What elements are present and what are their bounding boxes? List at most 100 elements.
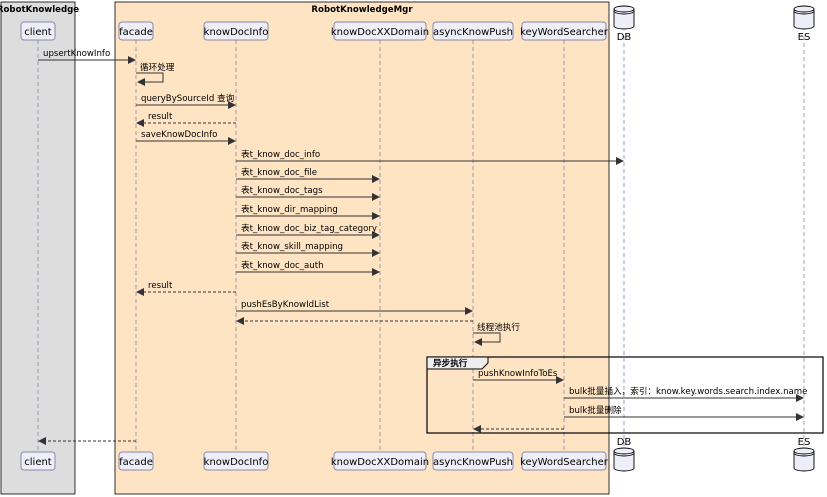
message: pushKnowInfoToEs [473,369,564,384]
participant-knowDocXXDomain-top: knowDocXXDomain [331,21,429,41]
message: 表t_know_dir_mapping [236,203,380,220]
database-ring [613,10,635,15]
participant-facade-top: facade [118,21,154,41]
message: bulk批量插入，索引：know.key.words.search.index.… [564,385,807,402]
message-label: pushEsByKnowIdList [241,300,330,310]
participant-box [203,451,269,471]
participant-es-top: ES [793,5,815,43]
participant-box [118,451,154,471]
message-label: queryBySourceId 查询 [141,92,235,104]
box-robot-knowledge-label: RobotKnowledge [0,5,79,15]
database-top [613,447,635,455]
participant-label: facade [119,27,153,38]
message: pushEsByKnowIdList [236,300,473,315]
participant-box [20,451,56,471]
message-label: bulk批量删除 [569,404,622,416]
participant-box [432,21,514,41]
participant-box [333,451,427,471]
participant-label: client [24,27,52,38]
participant-label: knowDocXXDomain [331,457,429,468]
message: 线程池执行 [473,321,520,346]
participant-knowDocXXDomain-bottom: knowDocXXDomain [331,451,429,471]
async-fragment-label: 异步执行 [433,357,468,369]
participant-label: keyWordSearcher [520,457,609,468]
message-label: result [148,281,173,291]
self-message-arrow [473,332,501,346]
message: result [136,281,236,296]
async-fragment: 异步执行 [426,356,824,434]
message-label: upsertKnowInfo [43,49,110,59]
message: 表t_know_doc_biz_tag_category [236,222,380,239]
participant-keyWordSearcher-bottom: keyWordSearcher [520,451,609,471]
participant-label: knowDocInfo [204,27,269,38]
box-robot-knowledge-mgr [114,1,610,495]
message: 表t_know_skill_mapping [236,240,380,257]
participant-label: knowDocInfo [204,457,269,468]
participant-knowDocInfo-bottom: knowDocInfo [203,451,269,471]
message-label: bulk批量插入，索引：know.key.words.search.index.… [569,385,807,397]
participant-label: ES [798,437,811,448]
participant-label: asyncKnowPush [433,27,513,38]
message: saveKnowDocInfo [136,130,236,145]
participant-box [521,451,607,471]
participant-facade-bottom: facade [118,451,154,471]
message-label: 循环处理 [140,61,175,73]
message: 循环处理 [136,61,175,86]
participant-label: DB [617,437,632,448]
message-label: 线程池执行 [477,321,520,333]
participant-box [118,21,154,41]
participant-keyWordSearcher-top: keyWordSearcher [520,21,609,41]
message: result [136,112,236,127]
participant-label: facade [119,457,153,468]
participant-box [20,21,56,41]
participant-label: ES [798,32,811,43]
message: upsertKnowInfo [38,49,136,64]
participant-client-top: client [20,21,56,41]
self-message-arrow [136,72,164,86]
participant-db-top: DB [613,5,635,43]
message-label: 表t_know_skill_mapping [241,240,343,252]
participant-box [521,21,607,41]
message-label: 表t_know_doc_info [241,148,320,160]
participant-es-bottom: ES [793,437,815,472]
message-label: 表t_know_doc_file [241,166,317,178]
message: 表t_know_doc_file [236,166,380,183]
message-label: result [148,112,173,122]
participant-knowDocInfo-top: knowDocInfo [203,21,269,41]
participant-box [333,21,427,41]
message-label: 表t_know_dir_mapping [241,203,338,215]
message: 表t_know_doc_info [236,148,624,165]
message: queryBySourceId 查询 [136,92,236,109]
participants: client client facade facade knowDocInfo knowD… [20,5,815,472]
participant-label: knowDocXXDomain [331,27,429,38]
message-label: 表t_know_doc_tags [241,184,323,196]
participant-asyncKnowPush-bottom: asyncKnowPush [432,451,514,471]
database-top [793,447,815,455]
message-label: 表t_know_doc_biz_tag_category [241,222,377,234]
message-label: pushKnowInfoToEs [478,369,558,379]
box-robot-knowledge-mgr-label: RobotKnowledgeMgr [311,5,413,15]
messages: upsertKnowInfo 循环处理 queryBySourceId 查询 resu… [38,49,807,445]
participant-box [432,451,514,471]
database-top [613,5,635,13]
participant-box [203,21,269,41]
async-fragment-frame [426,356,824,434]
async-fragment-tab [426,356,489,370]
participant-asyncKnowPush-top: asyncKnowPush [432,21,514,41]
database-ring [613,452,635,457]
participant-label: DB [617,32,632,43]
message: bulk批量删除 [564,404,804,421]
participant-boxes: RobotKnowledge RobotKnowledgeMgr [0,1,610,495]
message: 表t_know_doc_tags [236,184,380,201]
message-label: 表t_know_doc_auth [241,259,324,271]
lifelines [37,36,805,452]
participant-client-bottom: client [20,451,56,471]
message: 表t_know_doc_auth [236,259,380,276]
participant-label: asyncKnowPush [433,457,513,468]
message-label: saveKnowDocInfo [141,130,217,140]
participant-label: client [24,457,52,468]
participant-db-bottom: DB [613,437,635,472]
database-ring [793,10,815,15]
database-top [793,5,815,13]
